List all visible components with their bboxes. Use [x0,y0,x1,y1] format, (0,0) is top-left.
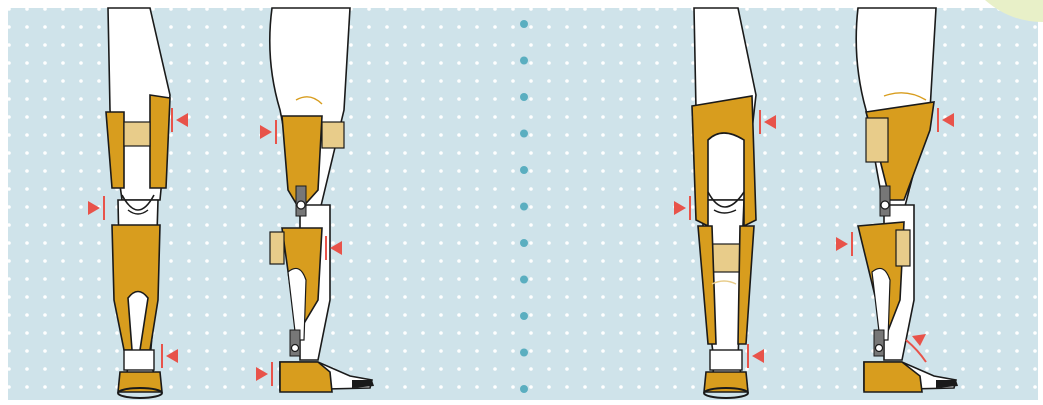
knee-joint-hinge-icon [880,186,890,216]
divider-dot [520,239,528,247]
ankle-joint-hinge-icon [290,330,300,356]
knee-joint-hinge-icon [296,186,306,216]
divider-dot [520,312,528,320]
divider-dot [520,385,528,393]
divider-dot [520,166,528,174]
ankle-strap [124,350,154,370]
divider-dot [520,93,528,101]
divider-dot [520,57,528,65]
divider-dot [520,130,528,138]
ankle-strap [710,350,742,370]
foot-plate [280,362,332,392]
divider-dot [520,276,528,284]
ankle-joint-hinge-icon [874,330,884,356]
divider-dot [520,20,528,28]
divider-dot [520,349,528,357]
divider-dot [520,203,528,211]
